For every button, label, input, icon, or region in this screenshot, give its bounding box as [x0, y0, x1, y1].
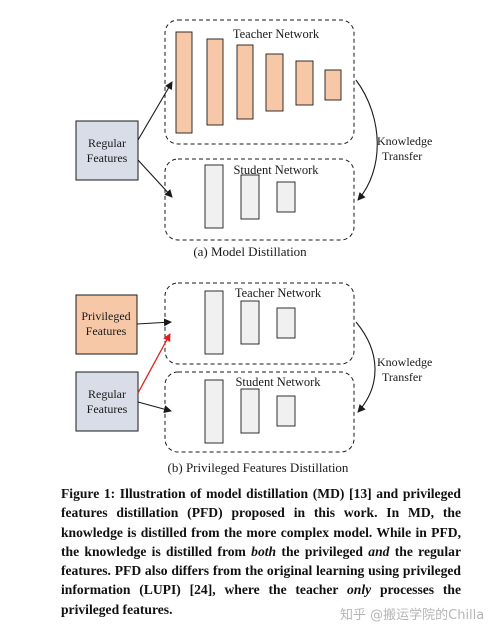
student-layer — [240, 174, 260, 220]
knowledge-transfer-label-b-line1: Knowledge — [377, 355, 432, 369]
teacher-layers-b — [204, 290, 296, 355]
teacher-layer — [236, 44, 254, 120]
arrow-privileged-to-teacher-b — [136, 318, 172, 327]
regular-features-label-a-line1: Regular — [88, 136, 126, 150]
caption-emphasis: only — [346, 582, 372, 598]
regular-features-label-b-line2: Features — [87, 402, 128, 416]
teacher-layers-a — [175, 31, 342, 134]
arrow-regular-to-teacher-b — [137, 333, 171, 394]
student-network-box-b — [164, 371, 355, 453]
regular-features-label-a-line2: Features — [87, 151, 128, 165]
privileged-features-label-line2: Features — [86, 324, 127, 338]
knowledge-transfer-label-a-line2: Transfer — [382, 149, 422, 163]
student-layer — [204, 379, 224, 444]
student-layer — [276, 395, 296, 427]
student-layer — [276, 181, 296, 213]
knowledge-transfer-label-b-line2: Transfer — [382, 370, 422, 384]
regular-features-box-b — [75, 371, 139, 432]
panel-a-caption: (a) Model Distillation — [193, 244, 307, 259]
caption-text: the regular features. PFD also differs f… — [61, 543, 461, 598]
teacher-layer — [324, 69, 342, 101]
student-layers-a — [204, 164, 296, 229]
teacher-layer — [240, 300, 260, 345]
teacher-layer — [206, 38, 224, 126]
student-layers-b — [204, 379, 296, 444]
teacher-network-box-a — [164, 19, 355, 145]
knowledge-transfer-label-a-line1: Knowledge — [377, 134, 432, 148]
arrow-regular-to-student-b — [137, 401, 172, 414]
knowledge-transfer-arrow-a — [355, 79, 378, 201]
watermark: 知乎 @搬运学院的Chilla — [340, 608, 485, 623]
student-network-label-a: Student Network — [233, 163, 319, 177]
panel-b-caption: (b) Privileged Features Distillation — [168, 460, 349, 475]
figure-caption: Figure 1: Illustration of model distilla… — [61, 484, 461, 619]
regular-features-box-a — [75, 120, 139, 181]
caption-text: the privileged — [276, 543, 369, 559]
teacher-network-label-a: Teacher Network — [233, 27, 320, 41]
teacher-layer — [175, 31, 193, 134]
caption-text: processes the privileged features. — [61, 582, 461, 617]
caption-text: Figure 1: Illustration of model distilla… — [61, 486, 461, 559]
student-layer — [204, 164, 224, 229]
teacher-network-label-b: Teacher Network — [235, 286, 322, 300]
teacher-layer — [265, 53, 284, 112]
student-network-box-a — [164, 158, 355, 241]
caption-emphasis: both — [251, 543, 277, 559]
regular-features-label-b-line1: Regular — [88, 387, 126, 401]
privileged-features-label-line1: Privileged — [81, 309, 130, 323]
student-network-label-b: Student Network — [235, 375, 321, 389]
student-layer — [240, 388, 260, 434]
arrow-regular-to-teacher-a — [137, 81, 173, 141]
privileged-features-box-b — [75, 294, 138, 355]
arrow-regular-to-student-a — [137, 159, 173, 198]
figure-diagram: Teacher Network Student Network Regular … — [75, 19, 432, 475]
caption-emphasis: and — [368, 543, 390, 559]
teacher-layer — [204, 290, 224, 355]
teacher-layer — [276, 307, 296, 339]
knowledge-transfer-arrow-b — [355, 321, 376, 413]
teacher-layer — [295, 60, 314, 106]
